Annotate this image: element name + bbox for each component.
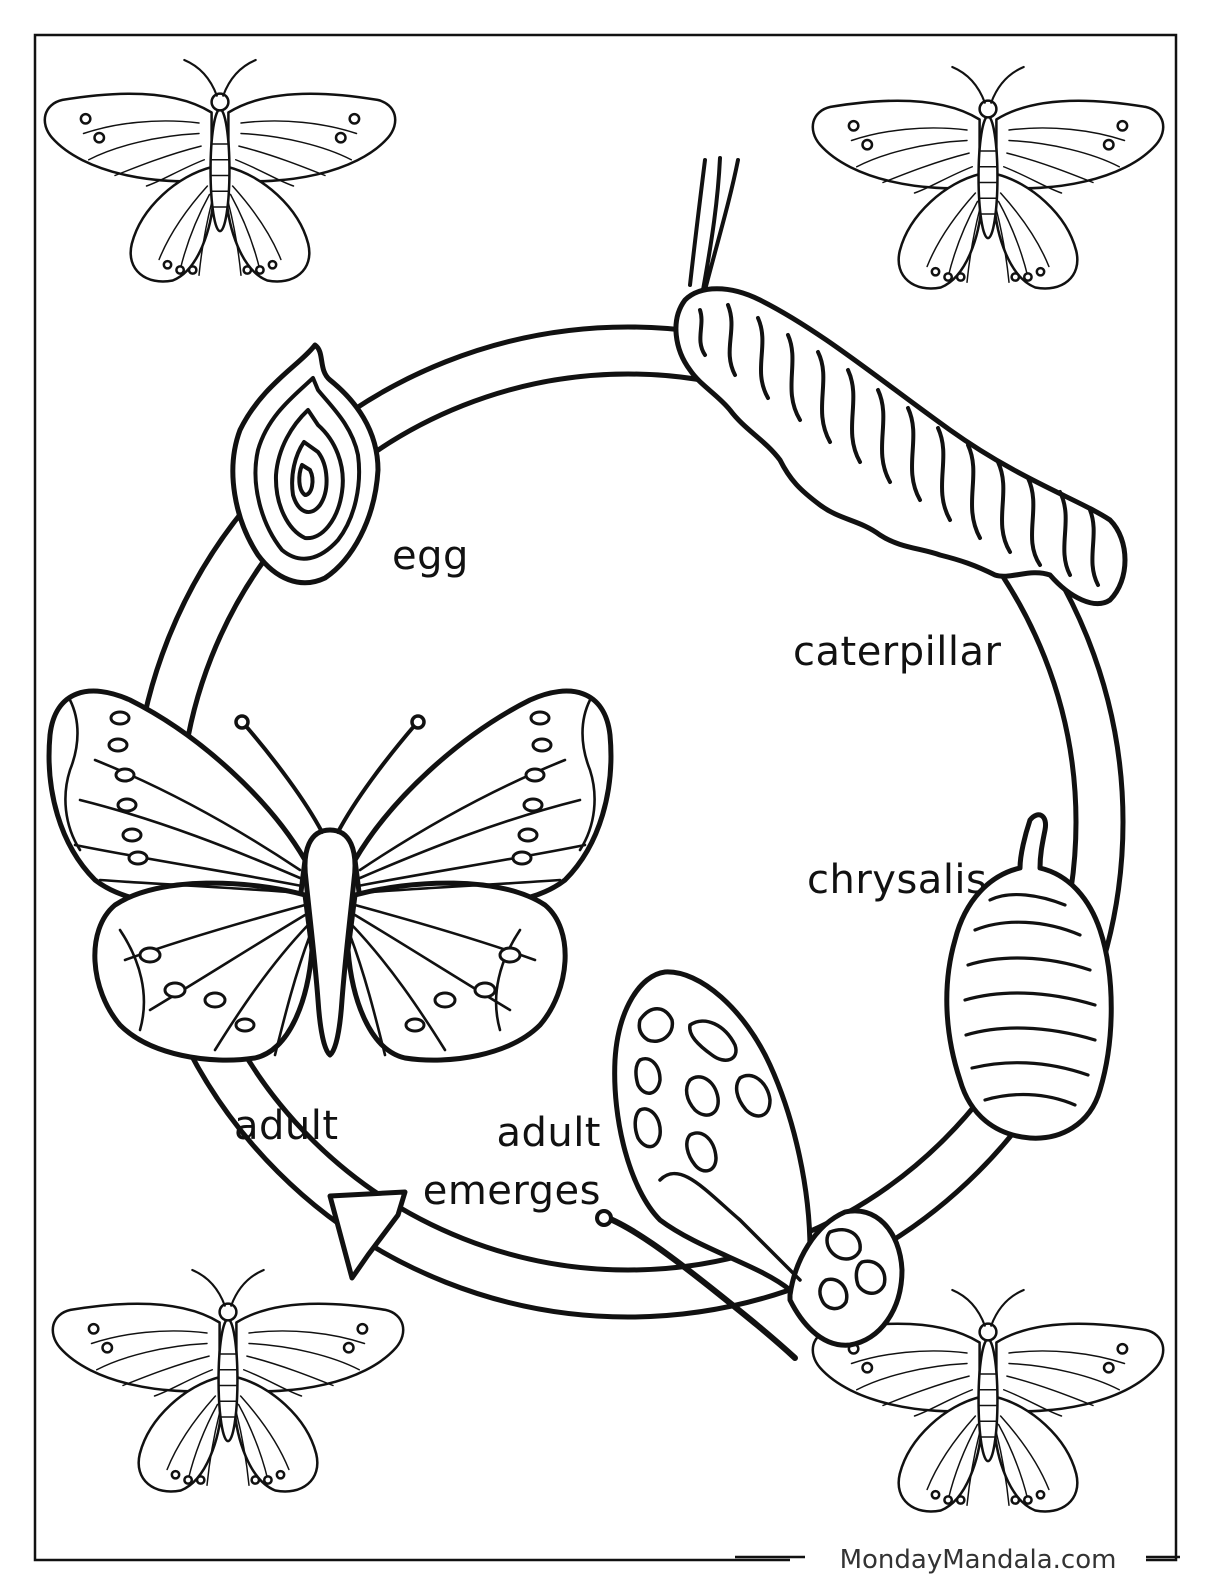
egg-label: egg <box>392 533 469 579</box>
cycle-arrow <box>327 1189 408 1281</box>
adult-butterfly-illustration <box>46 688 614 1063</box>
adult-label: adult <box>234 1103 339 1149</box>
corner-moth-top-left <box>43 58 397 283</box>
corner-moth-bottom-left <box>51 1268 405 1493</box>
chrysalis-illustration <box>944 812 1114 1141</box>
adult-emerges-label: adult emerges <box>423 1104 601 1220</box>
emerging-butterfly-illustration <box>595 969 905 1361</box>
adult-emerges-line-1: adult <box>496 1110 601 1156</box>
adult-emerges-line-2: emerges <box>422 1168 601 1214</box>
page-frame <box>33 33 1178 1562</box>
caterpillar-illustration <box>673 156 1128 607</box>
egg-illustration <box>230 342 381 586</box>
chrysalis-label: chrysalis <box>807 857 988 903</box>
caterpillar-label: caterpillar <box>793 629 1002 675</box>
footer-site-credit: MondayMandala.com <box>810 1545 1146 1575</box>
corner-moth-top-right <box>811 65 1165 290</box>
